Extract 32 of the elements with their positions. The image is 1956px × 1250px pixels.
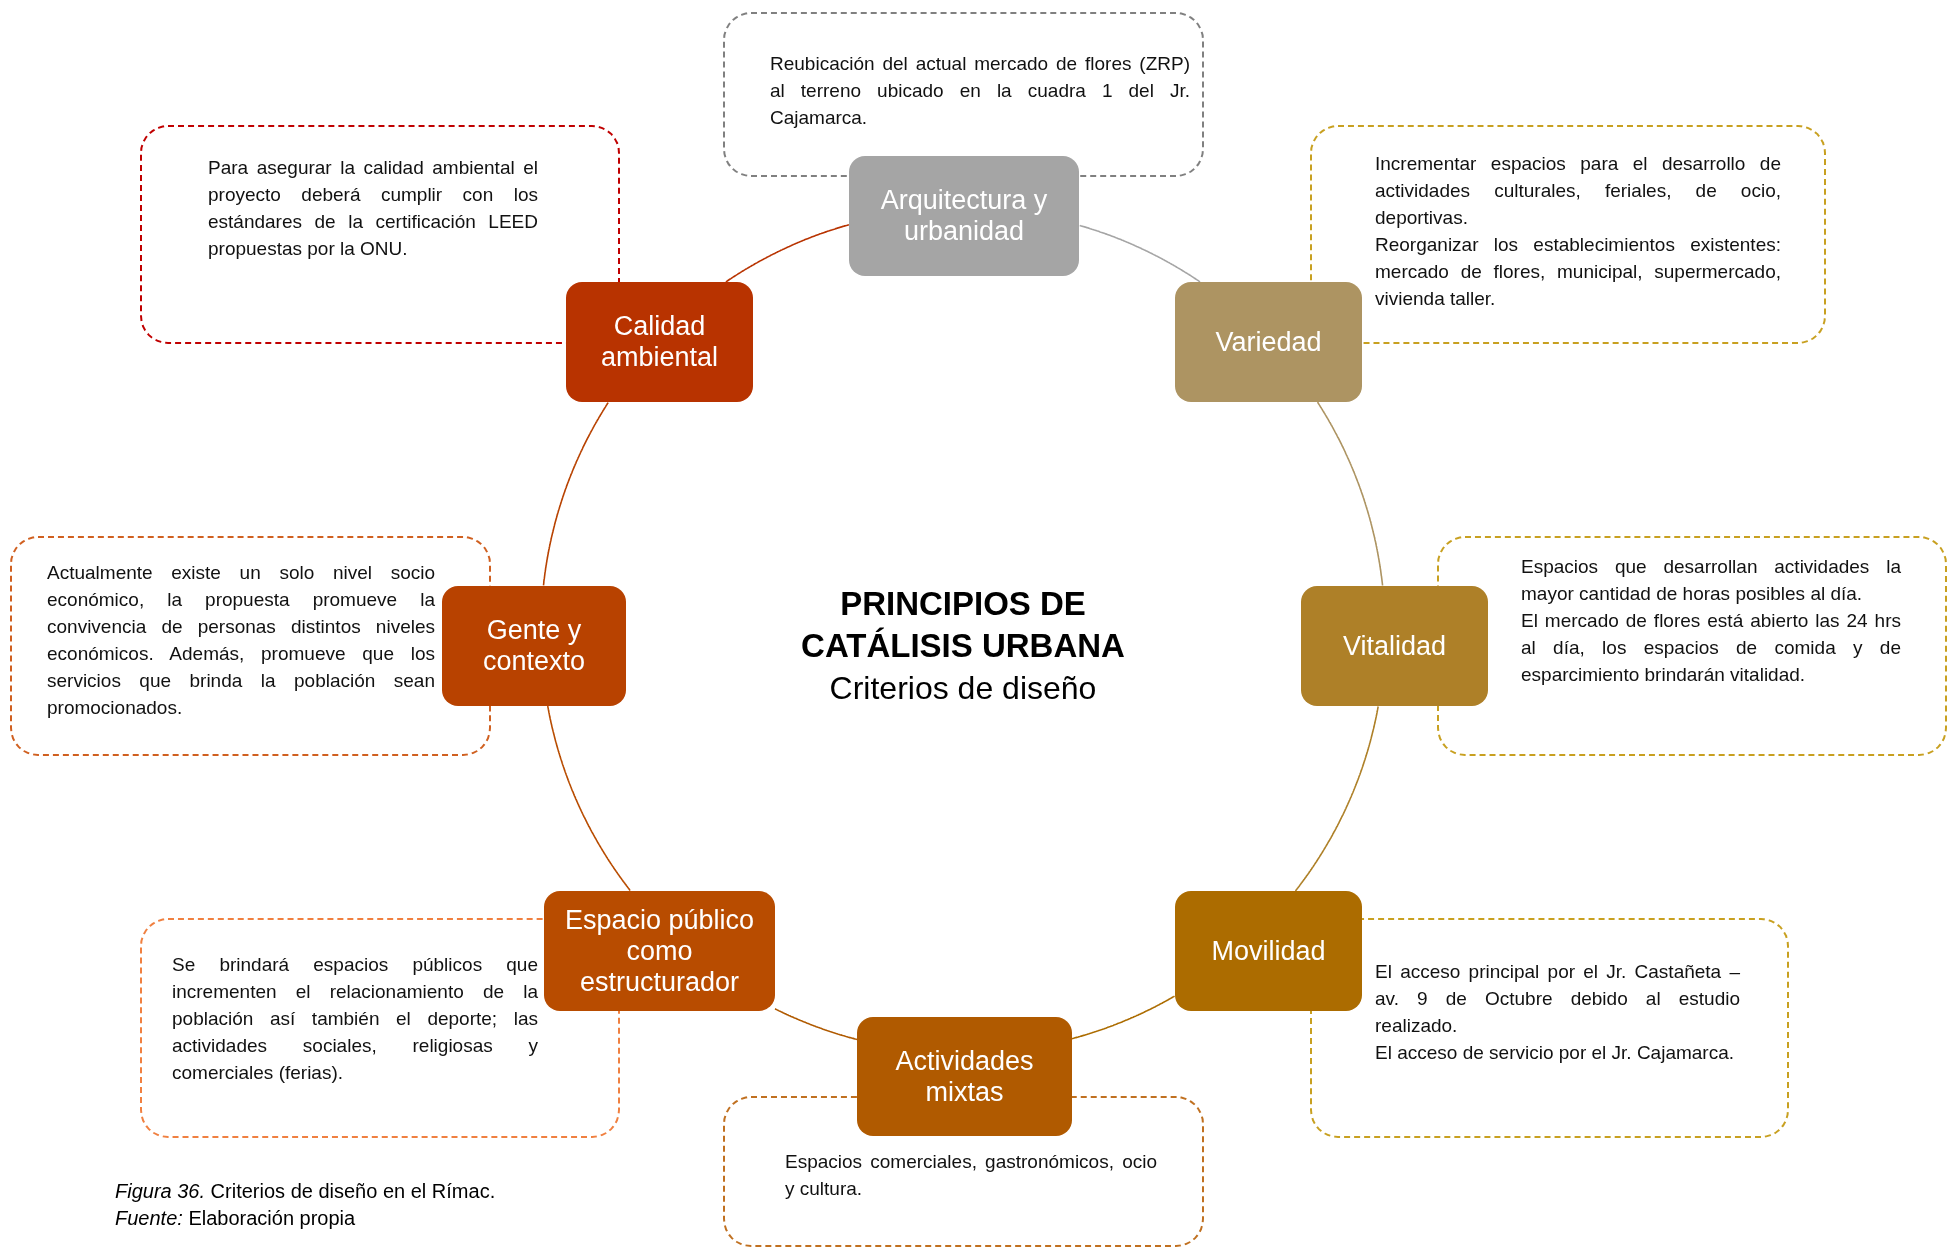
principle-box: Calidad ambiental	[566, 282, 753, 402]
principle-box: Variedad	[1175, 282, 1362, 402]
connector-arc	[546, 705, 631, 892]
connector-arc	[1071, 995, 1176, 1040]
description-text: El acceso principal por el Jr. Castañeta – av. 9 de Octubre debido al estudio realizado.	[1375, 960, 1740, 1038]
connector-arc	[1294, 705, 1379, 892]
description-text: Incrementar espacios para el desarrollo de actividades culturales, feriales, de ocio, deportivas.	[1375, 152, 1781, 230]
description-text: Espacios que desarrollan actividades la mayor cantidad de horas posibles al día.	[1521, 555, 1901, 606]
connector-arc	[774, 1008, 858, 1041]
principle-box: Gente y contexto	[442, 586, 626, 706]
connector-arc	[725, 223, 850, 283]
principle-box: Actividades mixtas	[857, 1017, 1072, 1136]
diagram-title: PRINCIPIOS DE CATÁLISIS URBANA	[800, 584, 1126, 666]
description-text: El mercado de flores está abierto las 24 hrs al día, los espacios de comida y de esparcimiento brindarán vitalidad.	[1521, 609, 1901, 687]
principle-box: Vitalidad	[1301, 586, 1488, 706]
description-text: El acceso de servicio por el Jr. Cajamarca.	[1375, 1041, 1736, 1065]
diagram-subtitle: Criterios de diseño	[828, 670, 1098, 707]
description-text: Espacios comerciales, gastronómicos, ocio y cultura.	[785, 1150, 1157, 1201]
dashed-callout-box	[723, 12, 1204, 177]
description-text: Para asegurar la calidad ambiental el proyecto deberá cumplir con los estándares de la certificación LEED propuestas por la ONU.	[208, 156, 538, 261]
description-text: Reorganizar los establecimientos existentes: mercado de flores, municipal, supermercado, vivienda taller.	[1375, 233, 1781, 311]
connector-arc	[1316, 401, 1384, 587]
description-text: Reubicación del actual mercado de flores (ZRP) al terreno ubicado en la cuadra 1 del Jr. Cajamarca.	[770, 52, 1190, 130]
principle-box: Arquitectura y urbanidad	[849, 156, 1079, 276]
description-text: Actualmente existe un solo nivel socio económico, la propuesta promueve la convivencia de personas distintos niveles económicos. Además, promueve que los servicios que brinda la población sean promocionados.	[47, 561, 435, 720]
connector-arc	[1078, 224, 1201, 283]
principle-box: Movilidad	[1175, 891, 1362, 1011]
principle-box: Espacio público como estructurador	[544, 891, 775, 1011]
source-note: Fuente: Elaboración propia	[115, 1207, 356, 1230]
connector-arc	[542, 401, 609, 587]
description-text: Se brindará espacios públicos que incrementen el relacionamiento de la población así también el deporte; las actividades sociales, religiosas y comerciales (ferias).	[172, 953, 538, 1085]
figure-caption: Figura 36. Criterios de diseño en el Rímac.	[115, 1180, 496, 1203]
